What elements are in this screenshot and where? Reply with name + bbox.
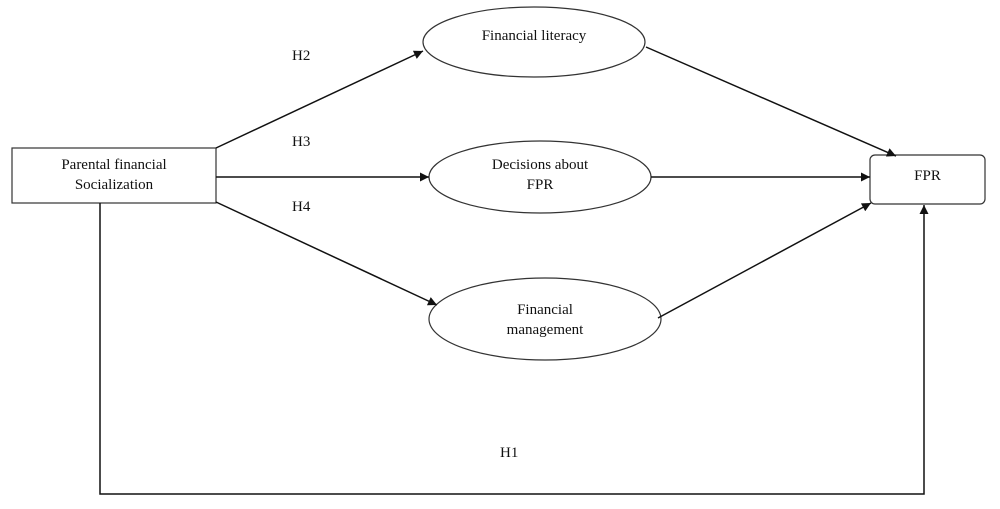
node-parental-label: Parental financial Socialization — [61, 157, 167, 193]
edge-parental-to-management — [215, 201, 438, 306]
node-management-ellipse — [428, 277, 662, 361]
node-parental-box — [11, 147, 217, 204]
hypothesis-h1-label: H1 — [500, 445, 519, 461]
node-fpr-label: FPR — [914, 168, 941, 184]
hypothesis-h4-label: H4 — [292, 199, 311, 215]
node-literacy-ellipse — [422, 6, 646, 78]
hypothesis-h3-label: H3 — [292, 134, 311, 150]
node-management-label: Financial management — [506, 302, 584, 338]
node-fpr-box — [869, 154, 986, 205]
node-literacy-label: Financial literacy — [481, 28, 587, 44]
edge-literacy-to-fpr — [645, 46, 897, 157]
edge-parental-to-literacy — [215, 50, 424, 149]
edge-management-to-fpr — [657, 202, 872, 319]
edge-parental-to-fpr-direct — [99, 203, 929, 495]
node-decisions-label: Decisions about FPR — [491, 157, 589, 193]
hypothesis-h2-label: H2 — [292, 48, 311, 64]
